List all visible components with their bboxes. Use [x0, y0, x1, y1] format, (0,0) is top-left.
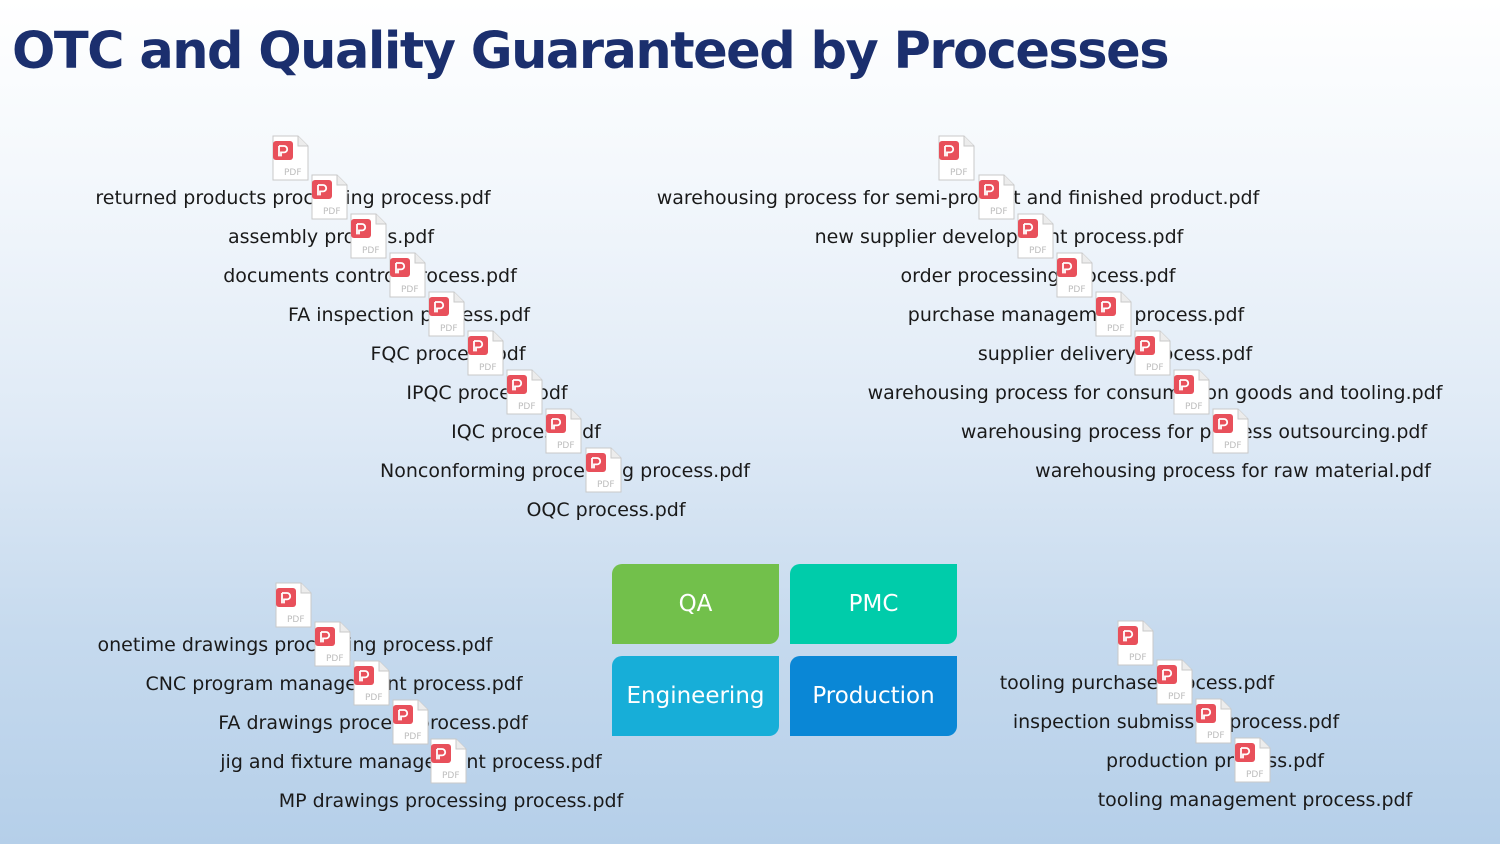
svg-text:PDF: PDF [365, 693, 383, 703]
pdf-file-icon[interactable]: PDF [429, 738, 467, 784]
pdf-file-icon[interactable]: PDF [1055, 252, 1093, 298]
pdf-file-icon[interactable]: PDF [1094, 291, 1132, 337]
pdf-file-icon[interactable]: PDF [271, 135, 309, 181]
svg-text:PDF: PDF [1168, 692, 1186, 702]
svg-text:PDF: PDF [404, 732, 422, 742]
pdf-file-icon[interactable]: PDF [310, 174, 348, 220]
qa-file-label: FA inspection process.pdf [288, 304, 530, 326]
svg-text:PDF: PDF [287, 615, 305, 625]
pmc-file-label: warehousing process for semi-product and… [656, 187, 1260, 209]
svg-text:PDF: PDF [1224, 441, 1242, 451]
svg-text:PDF: PDF [990, 207, 1008, 217]
pmc-file-label: new supplier development process.pdf [814, 226, 1184, 248]
svg-text:PDF: PDF [1207, 731, 1225, 741]
svg-text:PDF: PDF [479, 363, 497, 373]
production-tile[interactable]: Production [790, 656, 957, 736]
production-tile-label: Production [812, 683, 935, 709]
pmc-tile-label: PMC [848, 591, 899, 617]
svg-text:PDF: PDF [442, 771, 460, 781]
qa-file-label: IPQC process.pdf [406, 382, 568, 404]
pdf-file-icon[interactable]: PDF [313, 621, 351, 667]
pmc-file-label: warehousing process for consumption good… [867, 382, 1443, 404]
svg-text:PDF: PDF [1107, 324, 1125, 334]
production-file-label: inspection submission process.pdf [1012, 711, 1340, 733]
svg-text:PDF: PDF [1246, 770, 1264, 780]
pdf-file-icon[interactable]: PDF [1211, 408, 1249, 454]
svg-text:PDF: PDF [326, 654, 344, 664]
pdf-file-icon[interactable]: PDF [391, 699, 429, 745]
pdf-file-icon[interactable]: PDF [505, 369, 543, 415]
qa-file-label: Nonconforming processing process.pdf [379, 460, 751, 482]
svg-text:PDF: PDF [1068, 285, 1086, 295]
svg-text:PDF: PDF [1029, 246, 1047, 256]
svg-text:PDF: PDF [518, 402, 536, 412]
svg-text:PDF: PDF [1129, 653, 1147, 663]
engineering-tile-label: Engineering [626, 683, 765, 709]
engineering-file-label: FA drawings process process.pdf [218, 712, 528, 734]
engineering-tile[interactable]: Engineering [612, 656, 779, 736]
pdf-file-icon[interactable]: PDF [977, 174, 1015, 220]
engineering-file-label: onetime drawings processing process.pdf [97, 634, 493, 656]
pmc-file-label: warehousing process for process outsourc… [960, 421, 1428, 443]
pdf-file-icon[interactable]: PDF [427, 291, 465, 337]
production-file-label: tooling management process.pdf [1097, 789, 1413, 811]
pmc-file-label: supplier delivery process.pdf [977, 343, 1253, 365]
pdf-file-icon[interactable]: PDF [1116, 620, 1154, 666]
qa-file-label: OQC process.pdf [526, 499, 686, 521]
pmc-tile[interactable]: PMC [790, 564, 957, 644]
production-file-label: tooling purchase process.pdf [999, 672, 1275, 694]
pdf-file-icon[interactable]: PDF [1133, 330, 1171, 376]
svg-text:PDF: PDF [1185, 402, 1203, 412]
pdf-file-icon[interactable]: PDF [274, 582, 312, 628]
qa-file-label: assembly process.pdf [227, 226, 435, 248]
pdf-file-icon[interactable]: PDF [352, 660, 390, 706]
svg-text:PDF: PDF [362, 246, 380, 256]
svg-text:PDF: PDF [323, 207, 341, 217]
pdf-file-icon[interactable]: PDF [1155, 659, 1193, 705]
pdf-file-icon[interactable]: PDF [584, 447, 622, 493]
svg-text:PDF: PDF [401, 285, 419, 295]
qa-file-label: returned products processing process.pdf [95, 187, 491, 209]
production-file-label: production process.pdf [1106, 750, 1324, 772]
pdf-file-icon[interactable]: PDF [1194, 698, 1232, 744]
pdf-file-icon[interactable]: PDF [1016, 213, 1054, 259]
pmc-file-label: purchase management process.pdf [907, 304, 1245, 326]
engineering-file-label: jig and fixture management process.pdf [220, 751, 602, 773]
pdf-file-icon[interactable]: PDF [1233, 737, 1271, 783]
pmc-file-label: order processing process.pdf [900, 265, 1176, 287]
pdf-file-icon[interactable]: PDF [466, 330, 504, 376]
qa-tile-label: QA [678, 591, 713, 617]
svg-text:PDF: PDF [440, 324, 458, 334]
pdf-file-icon[interactable]: PDF [388, 252, 426, 298]
qa-file-label: documents control process.pdf [223, 265, 517, 287]
engineering-file-label: MP drawings processing process.pdf [278, 790, 624, 812]
pdf-file-icon[interactable]: PDF [349, 213, 387, 259]
svg-text:PDF: PDF [284, 168, 302, 178]
engineering-file-label: CNC program management process.pdf [145, 673, 523, 695]
pmc-file-label: warehousing process for raw material.pdf [1035, 460, 1431, 482]
pdf-file-icon[interactable]: PDF [937, 135, 975, 181]
pdf-file-icon[interactable]: PDF [1172, 369, 1210, 415]
qa-tile[interactable]: QA [612, 564, 779, 644]
pdf-file-icon[interactable]: PDF [544, 408, 582, 454]
svg-text:PDF: PDF [1146, 363, 1164, 373]
svg-text:PDF: PDF [950, 168, 968, 178]
svg-text:PDF: PDF [597, 480, 615, 490]
page-title: OTC and Quality Guaranteed by Processes [12, 22, 1170, 81]
svg-text:PDF: PDF [557, 441, 575, 451]
